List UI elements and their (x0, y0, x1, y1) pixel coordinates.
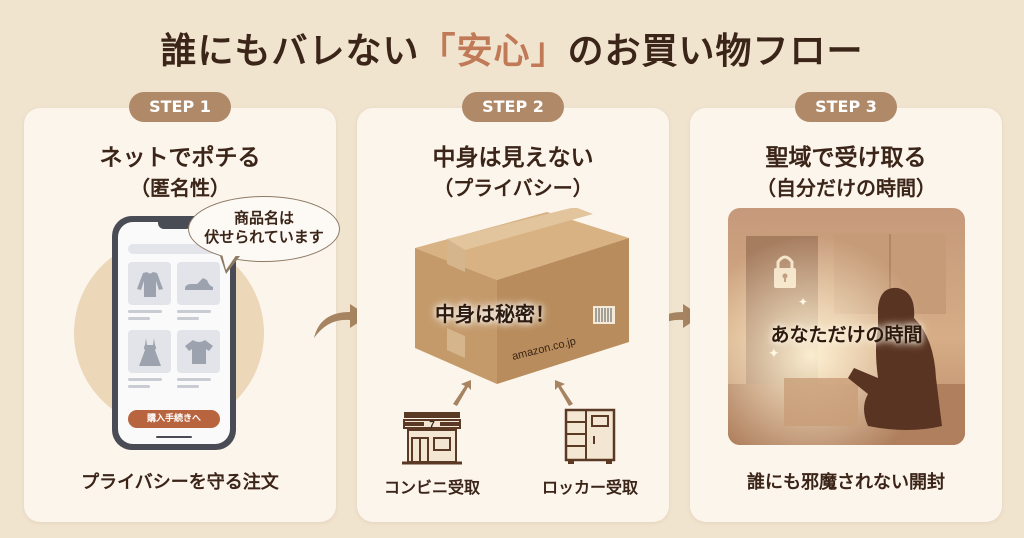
speech-bubble: 商品名は 伏せられています (188, 196, 340, 262)
step-subheading: （自分だけの時間） (756, 176, 936, 200)
pickup-option-convenience-store: 7 コンビニ受取 (377, 408, 487, 498)
flow-arrow-icon (314, 304, 368, 338)
smartphone-illustration: 購入手続きへ (112, 216, 236, 450)
step-2-panel: STEP 2 中身は見えない （プライバシー） amazon.co.jp 中身は… (357, 92, 669, 522)
step-caption: 誰にも邪魔されない開封 (747, 472, 945, 493)
box-label: 中身は秘密！ (435, 302, 555, 326)
search-bar (128, 244, 218, 254)
page-title: 誰にもバレない「安心」のお買い物フロー (160, 31, 864, 72)
speech-bubble-tail (220, 254, 240, 274)
arrow-up-right-icon (453, 380, 471, 406)
pickup-option-locker: ロッカー受取 (535, 408, 645, 498)
step-subheading: （匿名性） (130, 176, 230, 200)
step-1-panel: STEP 1 ネットでポチる （匿名性） (24, 92, 340, 522)
arrow-up-left-icon (555, 380, 573, 406)
checkout-button: 購入手続きへ (128, 410, 220, 428)
tshirt-icon (177, 330, 220, 373)
scene-text: あなただけの時間 (770, 324, 923, 346)
step-heading: 中身は見えない (432, 145, 594, 171)
sweater-icon (128, 262, 171, 305)
convenience-store-icon: 7 (402, 412, 462, 465)
step-subheading: （プライバシー） (433, 176, 593, 200)
pickup-label: コンビニ受取 (383, 478, 480, 497)
flow-arrow-icon (647, 304, 701, 338)
step-badge: STEP 3 (795, 92, 897, 122)
step-caption: プライバシーを守る注文 (81, 472, 279, 493)
step-3-panel: STEP 3 聖域で受け取る （自分だけの時間） ✦ ✦ あなただけの時 (690, 92, 1002, 522)
cardboard-box-icon: amazon.co.jp (415, 208, 629, 384)
shoe-icon (177, 262, 220, 305)
locker-icon (564, 408, 616, 464)
pickup-label: ロッカー受取 (541, 478, 638, 497)
step-heading: 聖域で受け取る (765, 145, 927, 171)
step-badge: STEP 2 (462, 92, 564, 122)
private-room-illustration: ✦ ✦ あなただけの時間 (728, 208, 965, 445)
step-badge: STEP 1 (129, 92, 231, 122)
svg-text:✦: ✦ (798, 295, 808, 309)
svg-text:7: 7 (429, 420, 435, 431)
step-heading: ネットでポチる (99, 145, 261, 171)
dress-icon (128, 330, 171, 373)
svg-text:✦: ✦ (768, 346, 780, 362)
title-accent: 「安心」 (419, 31, 568, 72)
